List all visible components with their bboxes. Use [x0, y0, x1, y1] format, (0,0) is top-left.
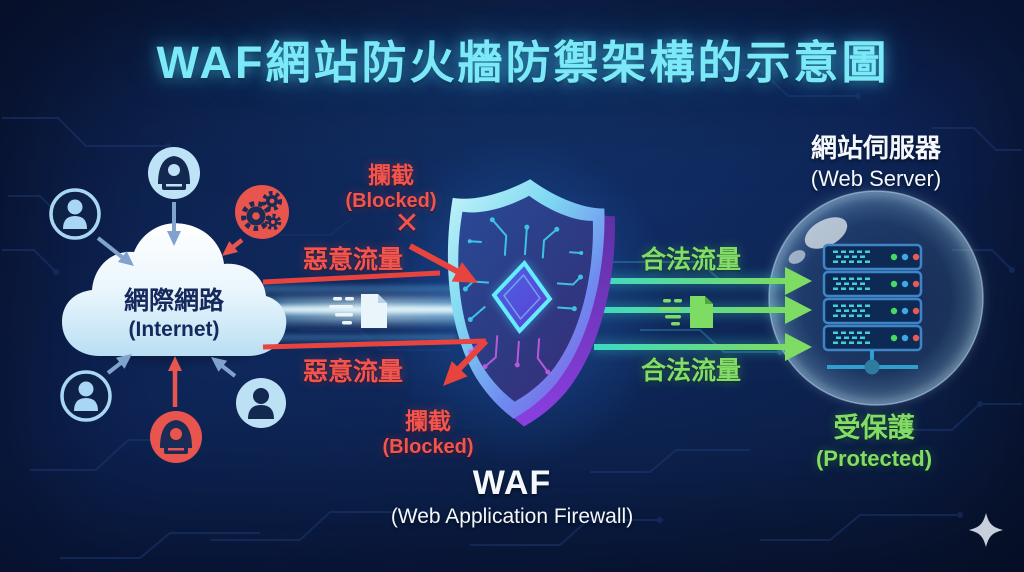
malicious-traffic-arrow-top [262, 243, 478, 285]
malicious-traffic-label-bottom: 惡意流量 [302, 358, 404, 386]
sparkle-icon [969, 513, 1003, 547]
circuit-shield-icon [447, 179, 615, 427]
user-icon-top-left [49, 188, 101, 240]
user-icon-bottom-left [60, 370, 112, 422]
server-rack-icon [822, 243, 923, 375]
protected-en: (Protected) [815, 446, 933, 471]
legit-arrowhead-2 [785, 296, 812, 324]
waf-title: WAF [472, 464, 552, 502]
internet-label-zh: 網際網路 [123, 287, 225, 315]
web-server-label: 網站伺服器 (Web Server) [811, 128, 941, 192]
legit-traffic-label-bottom: 合法流量 [640, 357, 742, 385]
blocked-bottom-zh: 攔截 [405, 408, 451, 434]
internet-cloud-label: 網際網路 (Internet) [124, 286, 224, 342]
user-icon-bottom-right [236, 378, 286, 428]
user-arrows [96, 202, 237, 378]
document-packet-icon-green [659, 296, 713, 328]
page-title: WAF網站防火牆防禦架構的示意圖 [156, 37, 890, 88]
shield-chip [491, 259, 553, 335]
waf-label: WAF (Web Application Firewall) [391, 464, 633, 529]
waf-subtitle: (Web Application Firewall) [390, 505, 634, 528]
hacker-laptop-icon-top [148, 147, 200, 199]
attacker-arrows [168, 238, 244, 407]
legit-arrowhead-3 [785, 333, 812, 361]
blocked-label-bottom: 攔截 (Blocked) [382, 402, 473, 459]
blocked-top-en: (Blocked) [345, 190, 437, 212]
protected-label: 受保護 (Protected) [816, 406, 932, 472]
document-packet-icon [329, 294, 387, 328]
hacker-laptop-icon-bottom [150, 411, 202, 463]
web-server-en: (Web Server) [810, 166, 942, 191]
sphere-highlight [804, 217, 848, 249]
blocked-top-zh: 攔截 [368, 162, 414, 188]
sphere-highlight-small [788, 250, 806, 264]
malicious-traffic-label-top: 惡意流量 [302, 246, 404, 274]
block-x-mark: ✕ [394, 207, 420, 240]
web-server-zh: 網站伺服器 [810, 133, 941, 163]
protected-zh: 受保護 [833, 413, 915, 443]
malicious-traffic-arrow-bottom [262, 338, 489, 386]
legit-arrowhead-1 [785, 267, 812, 295]
gears-malware-icon [235, 185, 289, 239]
blocked-bottom-en: (Blocked) [382, 436, 474, 458]
blocked-label-top: 攔截 (Blocked) [345, 156, 436, 213]
legit-traffic-label-top: 合法流量 [640, 246, 742, 274]
internet-label-en: (Internet) [128, 317, 220, 341]
traffic-beam-left [240, 285, 468, 341]
